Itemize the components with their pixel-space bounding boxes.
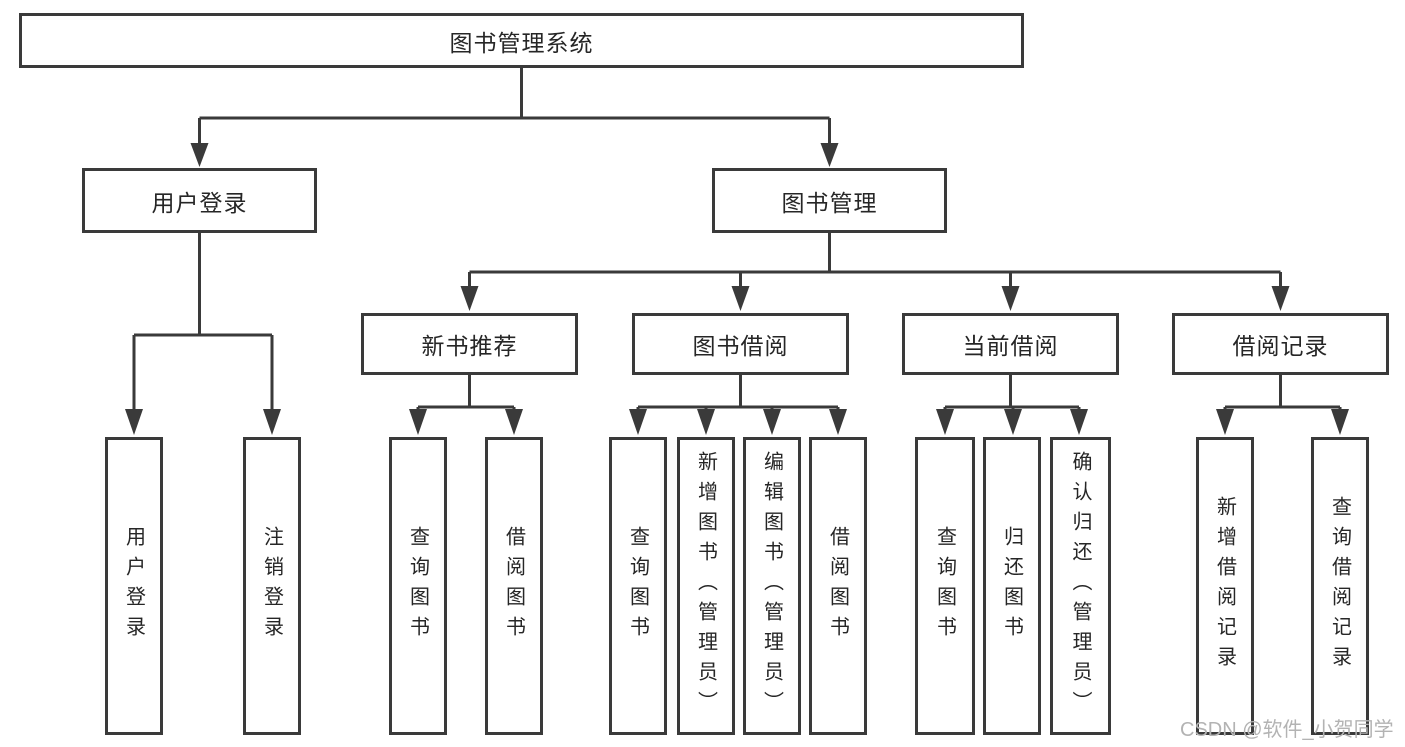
node-leaf-user-login: 用户登录	[105, 437, 163, 735]
node-leaf-add-borrow-record: 新增借阅记录	[1196, 437, 1254, 735]
connector-segments	[132, 68, 1342, 411]
node-leaf-borrow-books: 借阅图书	[809, 437, 867, 735]
arrowheads	[125, 143, 1349, 435]
node-borrowing-records: 借阅记录	[1172, 313, 1389, 375]
node-leaf-edit-book-admin: 编辑图书（管理员）	[743, 437, 801, 735]
node-leaf-query-books-current: 查询图书	[915, 437, 975, 735]
node-leaf-query-books-recommend: 查询图书	[389, 437, 447, 735]
node-leaf-logout: 注销登录	[243, 437, 301, 735]
node-user-login: 用户登录	[82, 168, 317, 233]
csdn-watermark: CSDN @软件_小贺同学	[1180, 719, 1394, 741]
node-leaf-confirm-return-admin: 确认归还（管理员）	[1050, 437, 1111, 735]
node-leaf-add-book-admin: 新增图书（管理员）	[677, 437, 735, 735]
node-leaf-return-books: 归还图书	[983, 437, 1041, 735]
node-new-book-recommend: 新书推荐	[361, 313, 578, 375]
node-current-borrowing: 当前借阅	[902, 313, 1119, 375]
node-book-borrowing: 图书借阅	[632, 313, 849, 375]
node-leaf-query-borrow-record: 查询借阅记录	[1311, 437, 1369, 735]
node-book-management: 图书管理	[712, 168, 947, 233]
node-leaf-borrow-books-recommend: 借阅图书	[485, 437, 543, 735]
node-leaf-query-books-borrow: 查询图书	[609, 437, 667, 735]
node-library-management-system: 图书管理系统	[19, 13, 1024, 68]
